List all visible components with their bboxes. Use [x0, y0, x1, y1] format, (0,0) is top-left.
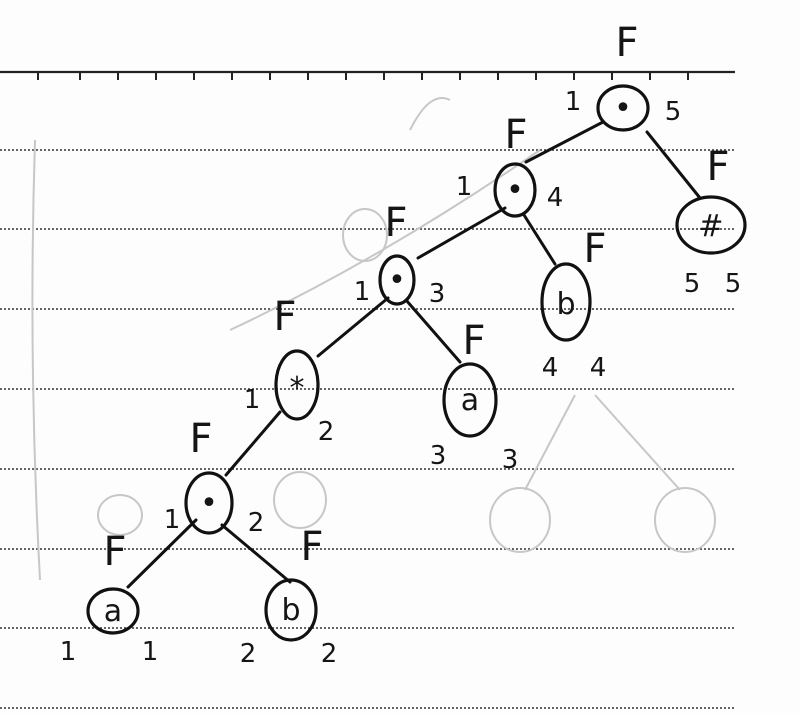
node-label: F — [273, 294, 296, 340]
node-circle — [675, 195, 747, 255]
node-b-leaf: F b 2 2 — [240, 524, 338, 669]
node-label: F — [504, 112, 527, 158]
symbol-b: b — [281, 593, 300, 628]
ruled-lines — [0, 70, 735, 709]
left-number: 1 — [456, 172, 473, 202]
right-number: 5 — [725, 269, 742, 299]
concat-dot-symbol: • — [388, 263, 406, 298]
kleene-star-symbol: * — [290, 371, 305, 406]
node-dot3: F • 1 3 — [354, 200, 446, 309]
left-number: 5 — [684, 269, 701, 299]
right-number: 5 — [665, 97, 682, 127]
right-number: 3 — [502, 445, 519, 475]
node-root: F • 1 5 — [565, 20, 682, 132]
right-number: 4 — [547, 183, 564, 213]
left-number: 1 — [244, 385, 261, 415]
bleed-through-marks — [31, 97, 716, 581]
node-circle — [274, 349, 320, 421]
left-number: 3 — [430, 441, 447, 471]
end-marker-symbol: # — [698, 209, 723, 244]
edge-dot3-star — [316, 296, 390, 358]
concat-dot-symbol: • — [200, 486, 218, 521]
left-number: 4 — [542, 353, 559, 383]
node-circle — [540, 262, 592, 342]
node-hash: F # 5 5 — [675, 144, 747, 299]
node-circle — [378, 254, 416, 306]
symbol-a: a — [104, 594, 122, 629]
edge-dot3-a — [404, 298, 462, 364]
node-label: F — [384, 200, 407, 246]
node-label: F — [300, 524, 323, 570]
right-number: 3 — [429, 279, 446, 309]
node-label: F — [462, 318, 485, 364]
node-label: F — [103, 529, 126, 575]
edge-root-hash — [645, 130, 702, 200]
left-number: 1 — [565, 87, 582, 117]
right-number: 1 — [142, 637, 159, 667]
edge-dot4-dot3 — [416, 206, 507, 260]
node-label: F — [706, 144, 729, 190]
right-number: 2 — [248, 508, 265, 538]
node-dot2: F • 1 2 — [164, 416, 265, 538]
node-label: F — [583, 226, 606, 272]
node-circle — [493, 162, 537, 218]
node-star: F * 1 2 — [244, 294, 335, 447]
symbol-b: b — [556, 287, 575, 322]
right-number: 2 — [321, 639, 338, 669]
node-circle — [86, 587, 140, 635]
node-circle — [442, 362, 498, 438]
node-circle — [264, 578, 318, 642]
node-b-top: F b 4 4 — [540, 226, 607, 383]
edge-star-dot2 — [224, 410, 282, 477]
node-a-middle: F a 3 3 — [430, 318, 519, 475]
node-dot4: F • 1 4 — [456, 112, 564, 218]
concat-dot-symbol: • — [614, 91, 632, 126]
node-circle — [184, 471, 234, 535]
concat-dot-symbol: • — [506, 173, 524, 208]
node-a-leaf: F a 1 1 — [60, 529, 159, 667]
left-number: 1 — [164, 505, 181, 535]
node-label: F — [615, 20, 638, 66]
tree-edges — [126, 120, 702, 589]
left-number: 1 — [60, 637, 77, 667]
node-circle — [596, 84, 650, 132]
left-number: 2 — [240, 639, 257, 669]
edge-dot2-b — [220, 523, 292, 584]
symbol-a: a — [461, 383, 479, 418]
right-number: 4 — [590, 353, 607, 383]
left-number: 1 — [354, 277, 371, 307]
ruler-ticks — [37, 72, 689, 80]
edge-dot4-b — [522, 213, 557, 266]
edge-root-dot4 — [524, 120, 605, 164]
edge-dot2-a — [126, 518, 198, 589]
right-number: 2 — [318, 417, 335, 447]
node-label: F — [189, 416, 212, 462]
